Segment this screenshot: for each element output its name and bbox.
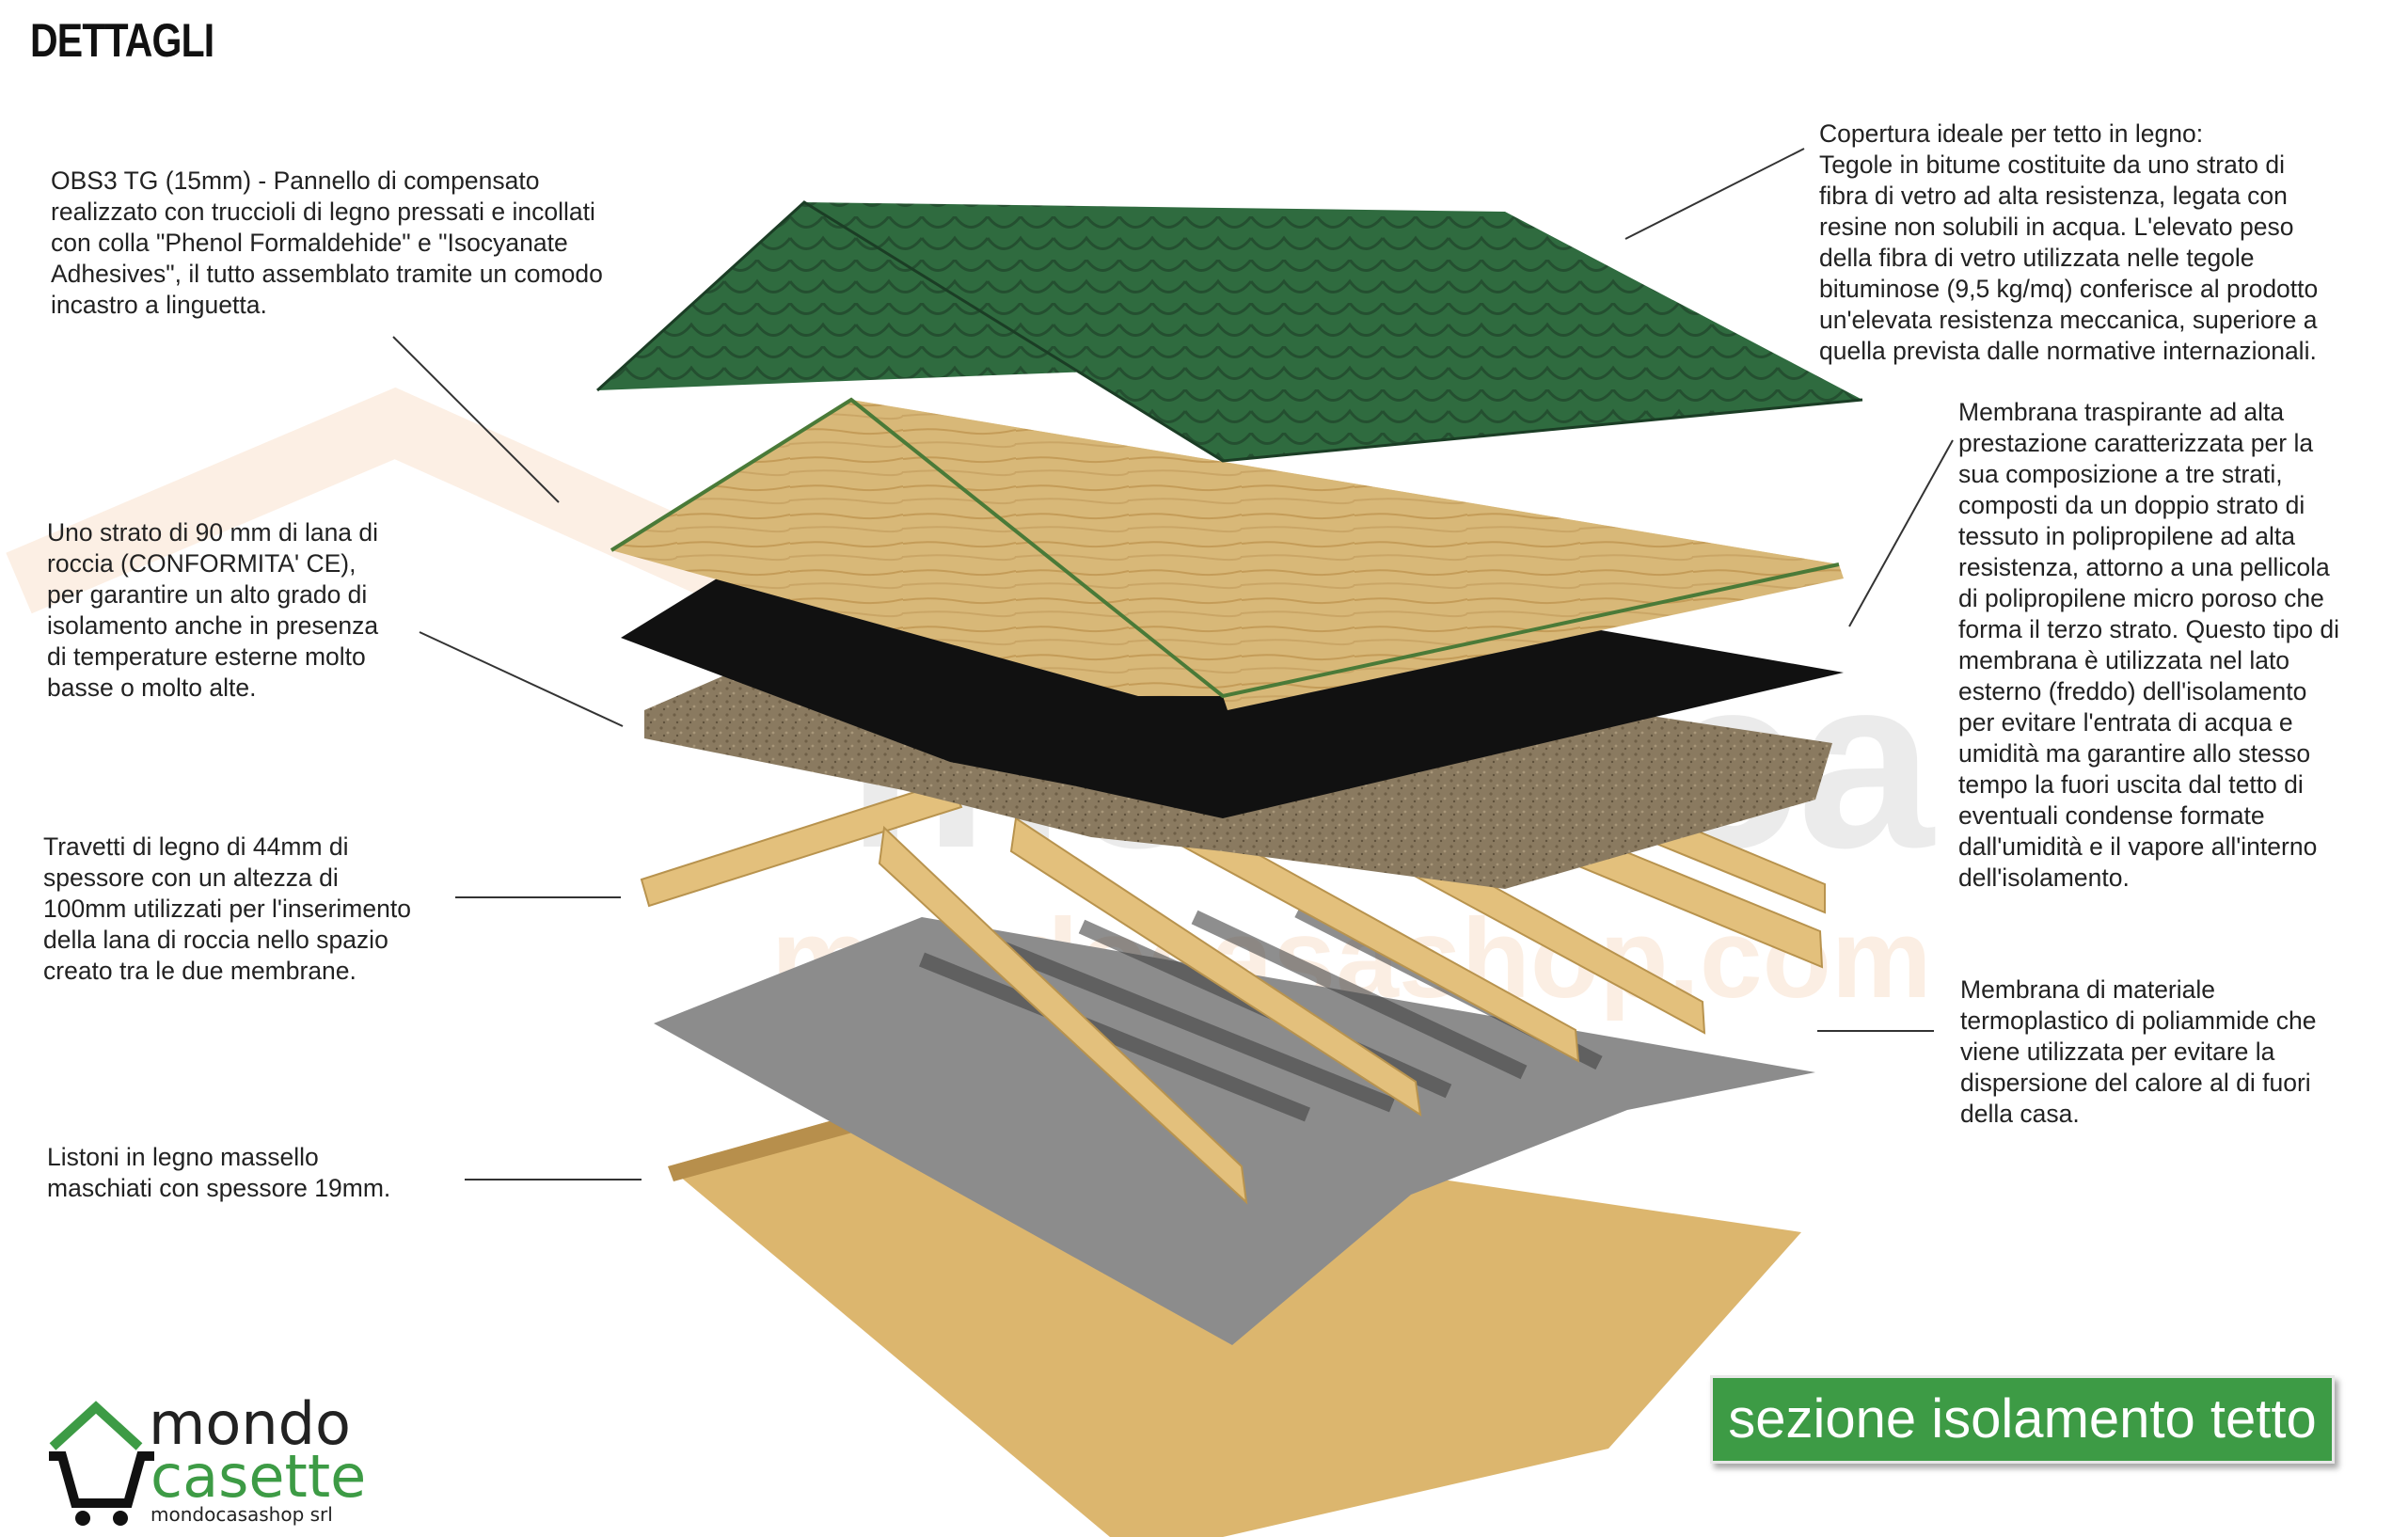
leader-lines [392, 148, 1954, 1180]
leader-wool [419, 631, 624, 727]
callout-vapor-membrane: Membrana di materiale termoplastico di p… [1960, 975, 2317, 1128]
callout-breathable-membrane: Membrana traspirante ad alta prestazione… [1958, 398, 2340, 892]
leader-shingles [1624, 148, 1805, 240]
callout-wood-boards: Listoni in legno massello maschiati con … [47, 1143, 391, 1202]
callout-osb-panel: OBS3 TG (15mm) - Pannello di compensato … [51, 166, 603, 319]
page-title: DETTAGLI [30, 14, 214, 67]
logo-line-casette: casette [150, 1442, 367, 1511]
bitumen-shingles-layer [595, 200, 1863, 463]
callout-rock-wool: Uno strato di 90 mm di lana di roccia (C… [47, 518, 379, 702]
leader-breathable [1848, 439, 1954, 627]
logo-line-mondo: mondo [149, 1389, 351, 1458]
leader-osb [392, 336, 560, 503]
logo-tagline: mondocasashop srl [150, 1503, 333, 1526]
callout-wooden-beams: Travetti di legno di 44mm di spessore co… [43, 832, 411, 985]
logo-mark [49, 1401, 154, 1526]
section-title-badge: sezione isolamento tetto [1710, 1375, 2335, 1464]
callout-bitumen-shingles: Copertura ideale per tetto in legno: Teg… [1819, 119, 2319, 365]
osb-panel-layer [610, 397, 1844, 710]
